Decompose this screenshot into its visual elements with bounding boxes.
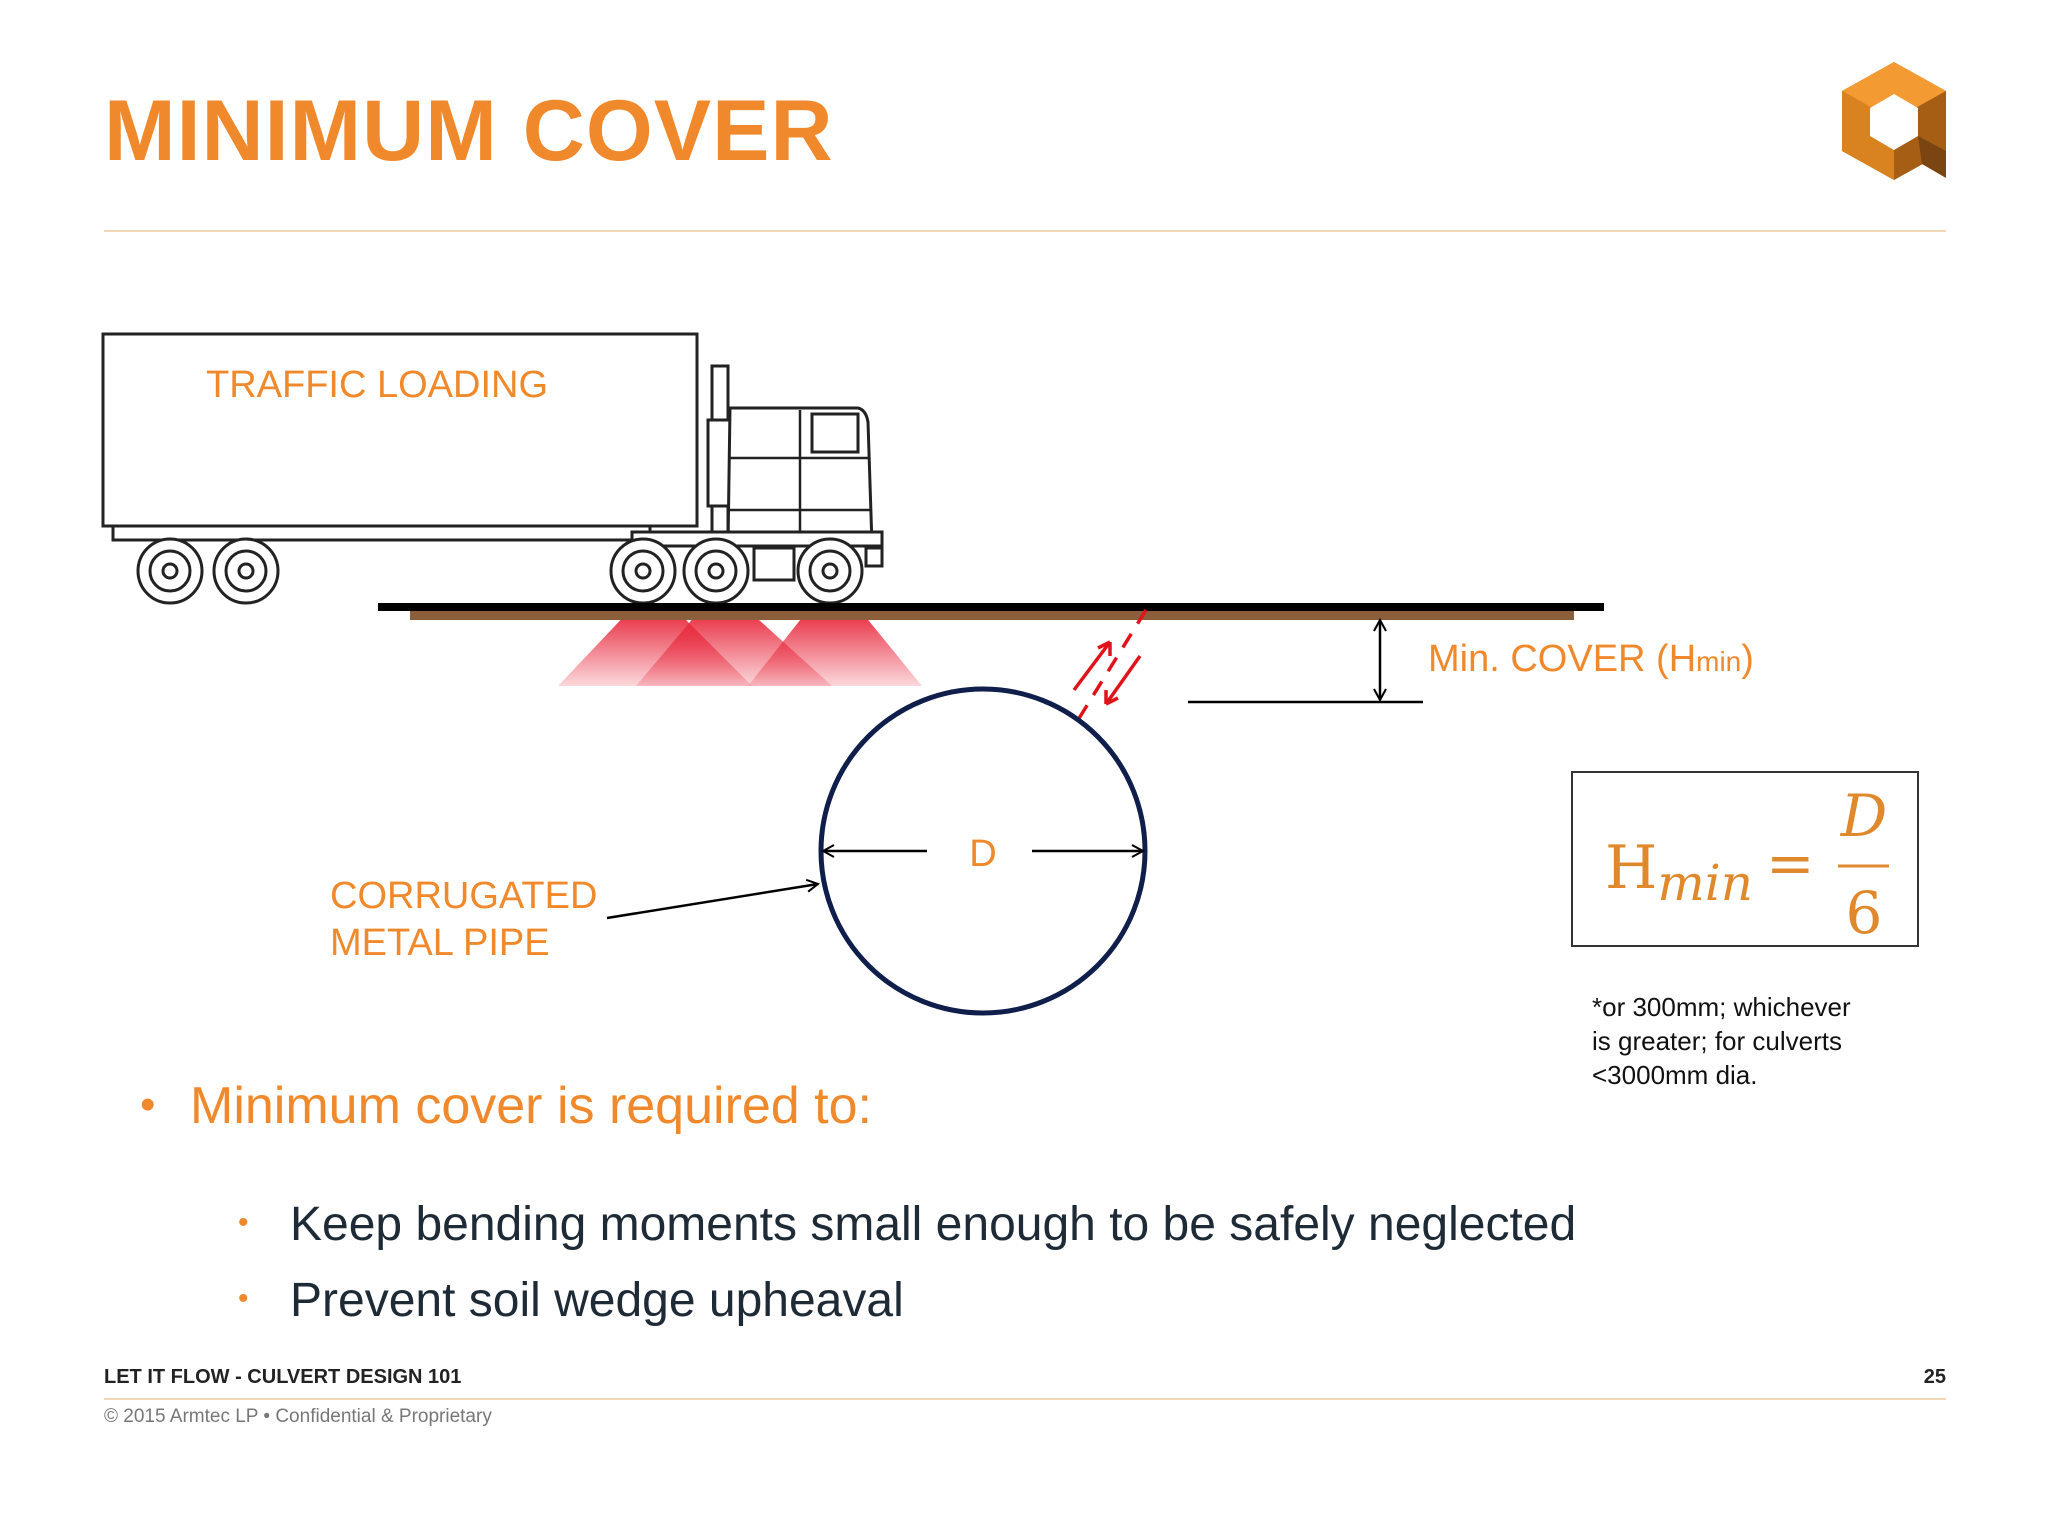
footer-divider — [104, 1398, 1946, 1400]
soil-wedge-shear-lines — [1072, 609, 1148, 721]
sub-bullet-list: •Keep bending moments small enough to be… — [238, 1186, 1576, 1338]
formula-equals: = — [1766, 829, 1815, 897]
truck-trailer — [101, 332, 699, 528]
armtec-cube-logo-icon — [1842, 62, 1946, 180]
formula-numerator: D — [1840, 782, 1888, 850]
pipe-label-line1: CORRUGATED — [330, 875, 597, 917]
formula-lhs: Hmin — [1605, 833, 1753, 912]
main-bullet-text: Minimum cover is required to: — [190, 1077, 872, 1135]
bullet-dot-icon: • — [140, 1080, 156, 1129]
road-surface — [378, 603, 1604, 611]
footer-copyright: © 2015 Armtec LP • Confidential & Propri… — [104, 1406, 492, 1427]
sub-bullet-item: •Prevent soil wedge upheaval — [238, 1262, 1576, 1338]
formula-box: Hmin = D 6 — [1571, 771, 1919, 947]
footer-title: LET IT FLOW - CULVERT DESIGN 101 — [104, 1366, 462, 1388]
sub-bullet-item: •Keep bending moments small enough to be… — [238, 1186, 1576, 1262]
min-cover-label: Min. COVER (Hmin) — [1428, 638, 1754, 680]
pipe-label-line2: METAL PIPE — [330, 922, 550, 964]
bullet-dot-icon: • — [238, 1206, 249, 1239]
formula-footnote: *or 300mm; whichever is greater; for cul… — [1592, 990, 1922, 1092]
page-number: 25 — [1923, 1366, 1946, 1388]
footnote-line1: *or 300mm; whichever — [1592, 992, 1851, 1022]
formula-denominator: 6 — [1846, 879, 1883, 947]
bullet-dot-icon: • — [238, 1282, 249, 1315]
traffic-loading-label: TRAFFIC LOADING — [206, 364, 548, 406]
diameter-label: D — [969, 833, 996, 875]
truck-illustration — [101, 332, 884, 605]
slide-title: MINIMUM COVER — [104, 83, 834, 179]
main-bullet: • Minimum cover is required to: — [140, 1077, 872, 1135]
footnote-line2: is greater; for culverts — [1592, 1026, 1842, 1056]
road-base-layer — [410, 610, 1574, 620]
load-distribution-zones — [558, 610, 922, 686]
pipe-leader-arrow — [606, 884, 818, 920]
title-divider — [104, 230, 1946, 232]
footnote-line3: <3000mm dia. — [1592, 1060, 1758, 1090]
